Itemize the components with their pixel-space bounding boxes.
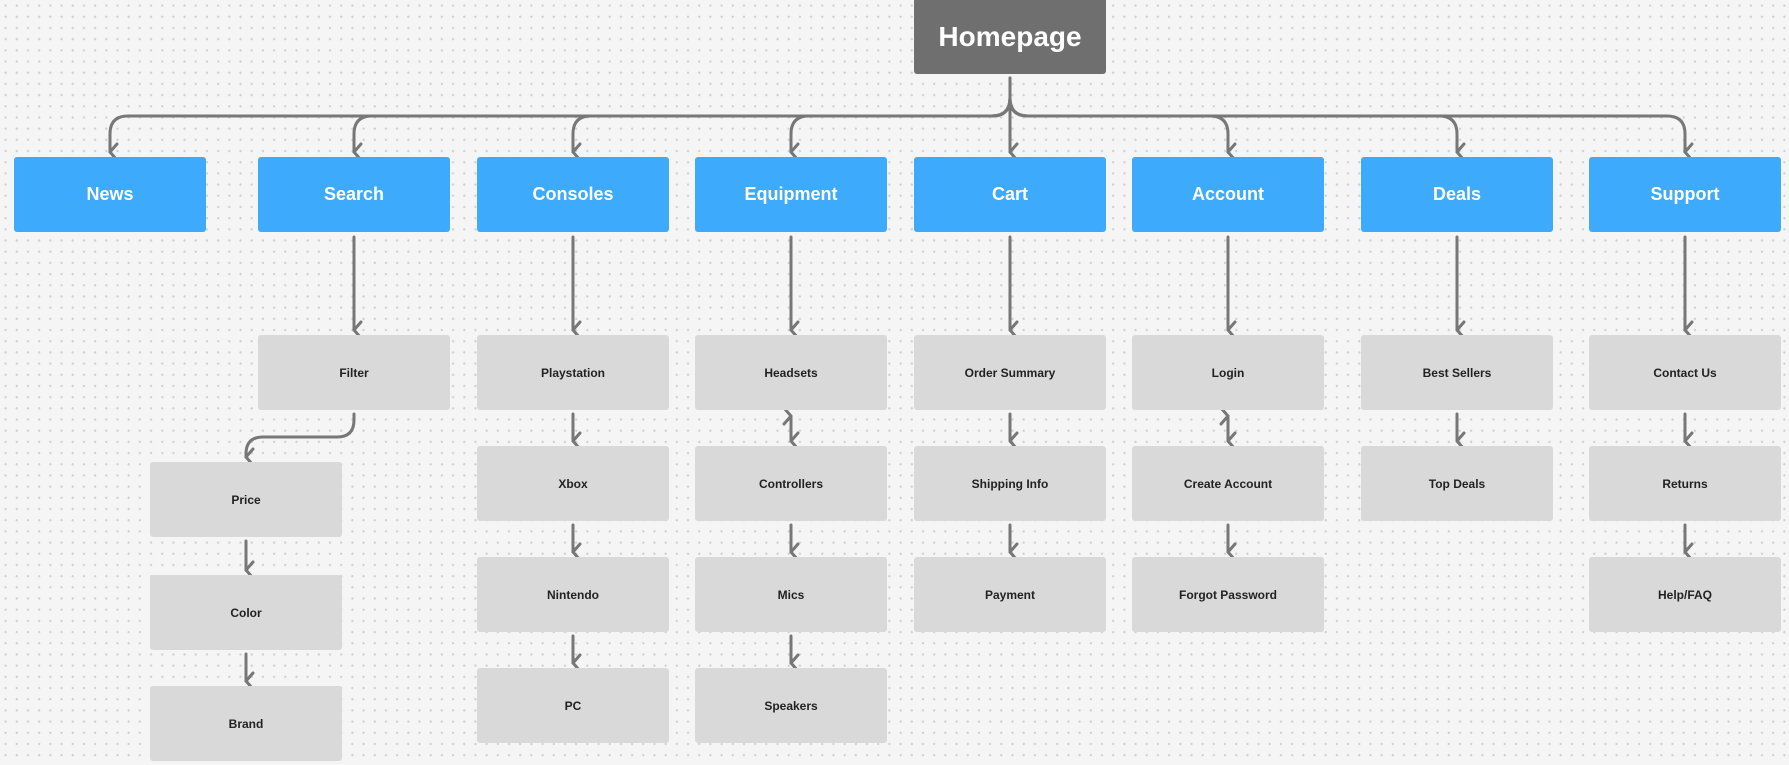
category-node-consoles: Consoles [477, 157, 669, 232]
category-node-support: Support [1589, 157, 1781, 232]
subpage-node-payment: Payment [914, 557, 1106, 632]
subpage-node-login: Login [1132, 335, 1324, 410]
subpage-node-nintendo: Nintendo [477, 557, 669, 632]
category-node-news: News [14, 157, 206, 232]
subpage-node-create-account: Create Account [1132, 446, 1324, 521]
subpage-node-top-deals: Top Deals [1361, 446, 1553, 521]
edge-root-news [108, 96, 1012, 162]
subpage-node-mics: Mics [695, 557, 887, 632]
edge-root-equipment [789, 96, 1012, 162]
subpage-node-brand: Brand [150, 686, 342, 761]
subpage-node-returns: Returns [1589, 446, 1781, 521]
category-node-cart: Cart [914, 157, 1106, 232]
subpage-node-color: Color [150, 575, 342, 650]
subpage-node-headsets: Headsets [695, 335, 887, 410]
subpage-node-help-faq: Help/FAQ [1589, 557, 1781, 632]
subpage-node-shipping-info: Shipping Info [914, 446, 1106, 521]
subpage-node-price: Price [150, 462, 342, 537]
edge-filter-price [244, 412, 356, 467]
category-node-account: Account [1132, 157, 1324, 232]
subpage-node-filter: Filter [258, 335, 450, 410]
category-node-search: Search [258, 157, 450, 232]
subpage-node-contact-us: Contact Us [1589, 335, 1781, 410]
edge-root-account [1008, 96, 1237, 162]
subpage-node-speakers: Speakers [695, 668, 887, 743]
edge-root-support [1008, 96, 1694, 162]
subpage-node-order-summary: Order Summary [914, 335, 1106, 410]
subpage-node-forgot-password: Forgot Password [1132, 557, 1324, 632]
category-node-equipment: Equipment [695, 157, 887, 232]
subpage-node-pc: PC [477, 668, 669, 743]
subpage-node-controllers: Controllers [695, 446, 887, 521]
category-node-deals: Deals [1361, 157, 1553, 232]
edge-root-deals [1008, 96, 1466, 162]
subpage-node-xbox: Xbox [477, 446, 669, 521]
subpage-node-playstation: Playstation [477, 335, 669, 410]
subpage-node-best-sellers: Best Sellers [1361, 335, 1553, 410]
edge-root-search [352, 96, 1012, 162]
homepage-node: Homepage [914, 0, 1106, 74]
